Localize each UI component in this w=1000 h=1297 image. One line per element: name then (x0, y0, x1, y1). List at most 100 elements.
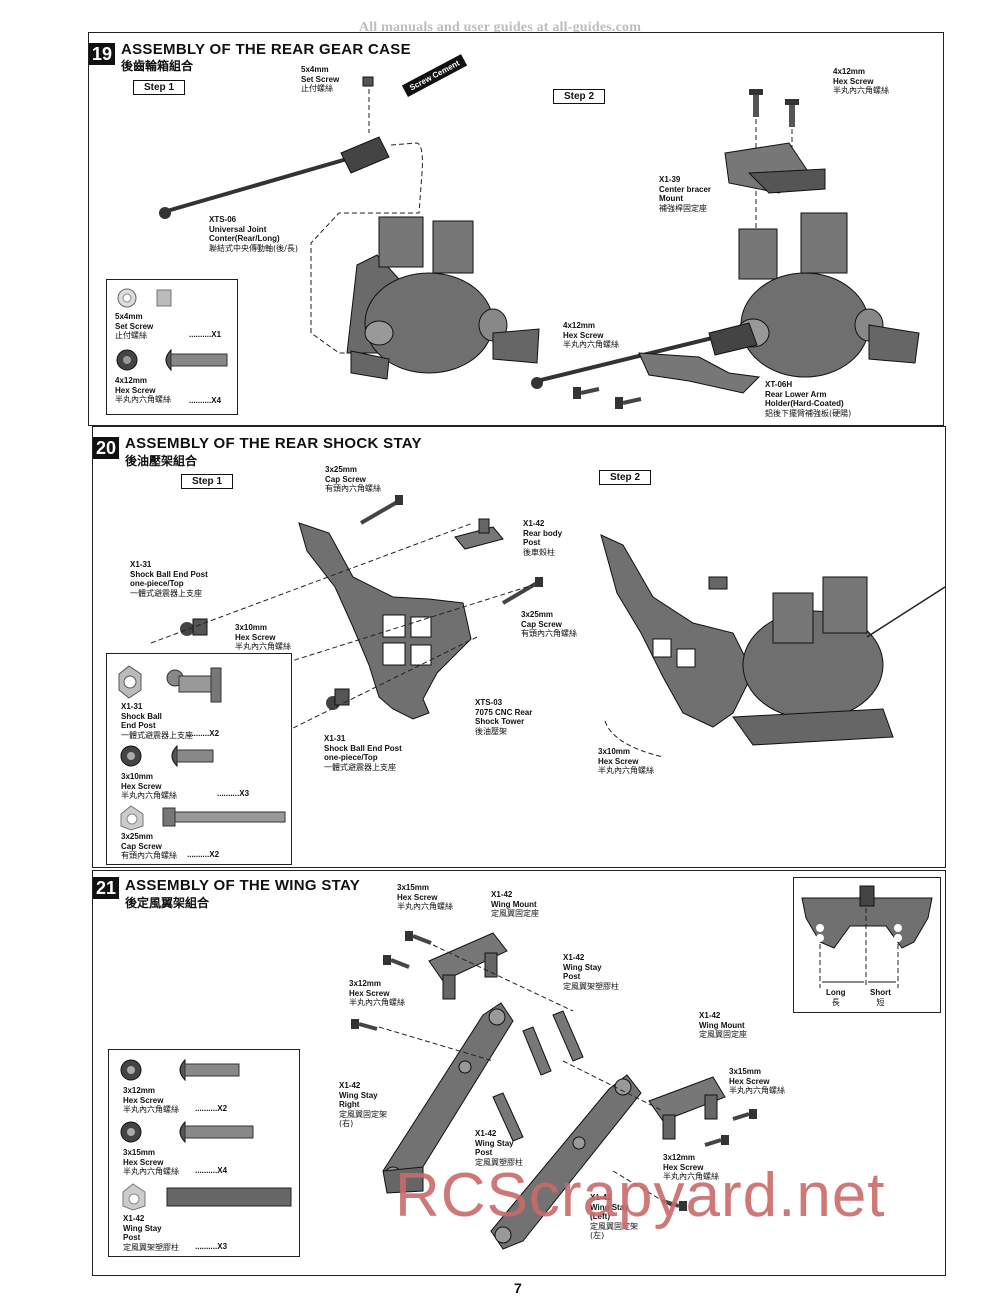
part-line-cn: 半丸內六角螺絲 (121, 791, 177, 800)
label-line: 3x15mm (729, 1067, 762, 1076)
part-line: X1-42 (123, 1214, 145, 1223)
inset-line-cn: 短 (876, 998, 885, 1007)
driveshaft-cup (340, 136, 390, 174)
part-cap-screw-qty: ..........X2 (187, 850, 220, 859)
rear-body-post-shape (454, 518, 504, 550)
label-line: Shock Ball End Post (130, 569, 208, 579)
label-line: one-piece/Top (324, 753, 378, 762)
watermark: RCScrapyard.net (395, 1161, 886, 1230)
label-hex-screw-mid: 3x10mm Hex Screw 半丸內六角螺絲 (235, 623, 291, 652)
page-number: 7 (514, 1280, 522, 1296)
label-line-cn: 補強桿固定座 (659, 203, 707, 213)
label-line: X1-39 (659, 175, 681, 184)
label-line: 3x10mm (235, 623, 268, 632)
section-21: 21 ASSEMBLY OF THE WING STAY 後定風翼架組合 3x1… (92, 870, 946, 1276)
label-line: Wing Stay (339, 1090, 378, 1100)
part-line-cn: 半丸內六角螺絲 (115, 395, 171, 404)
label-line-cn: (左) (590, 1231, 605, 1240)
label-line: Wing Mount (491, 899, 537, 909)
label-line-cn: (右) (339, 1119, 354, 1128)
label-line: Hex Screw (729, 1076, 770, 1086)
label-rear-lower-arm: XT-06H Rear Lower Arm Holder(Hard-Coated… (765, 380, 851, 418)
label-line: 5x4mm (301, 65, 329, 74)
label-line: Hex Screw (563, 330, 604, 340)
part-line: Cap Screw (121, 841, 162, 851)
label-line: X1-31 (324, 734, 346, 743)
part-cap-screw-label: 3x25mm Cap Screw 有頭內六角螺絲 (121, 832, 177, 861)
label-hex12-right: 3x12mm Hex Screw 半丸內六角螺絲 (663, 1153, 719, 1182)
label-line: 4x12mm (833, 67, 866, 76)
page-header: All manuals and user guides at all-guide… (358, 20, 642, 35)
cap-screw-mid-shape (501, 577, 543, 605)
label-line-cn: 半丸內六角螺絲 (598, 766, 654, 775)
part-post-qty: ..........X3 (195, 1242, 228, 1251)
section-20: 20 ASSEMBLY OF THE REAR SHOCK STAY 後油壓架組… (92, 426, 946, 868)
section-title: ASSEMBLY OF THE WING STAY (125, 877, 361, 894)
hex-screws-step2-bottom (573, 387, 642, 409)
label-universal-joint: XTS-06 Universal Joint Conter(Rear/Long)… (209, 215, 298, 253)
step-2-label: Step 2 (599, 470, 652, 485)
label-line: Wing Stay (475, 1138, 514, 1148)
label-line: Mount (659, 194, 683, 203)
label-line: Cap Screw (325, 474, 366, 484)
hex-screw-3x10-icon (120, 744, 214, 768)
label-line-cn: 一體式避震器上支座 (130, 588, 202, 598)
section-number: 19 (89, 43, 115, 65)
label-line-cn: 定風翼塑膠柱 (475, 1157, 523, 1167)
part-post-label: X1-42 Wing Stay Post 定風翼架塑膠柱 (123, 1214, 179, 1252)
label-line: 3x12mm (349, 979, 382, 988)
part-line: 3x25mm (121, 832, 154, 841)
label-line: Set Screw (301, 74, 340, 84)
label-line: X1-42 (475, 1129, 497, 1138)
part-hex15-label: 3x15mm Hex Screw 半丸內六角螺絲 (123, 1148, 179, 1177)
ball-end-bottom-shape (326, 688, 350, 710)
label-line-cn: 定風翼固定座 (491, 909, 539, 918)
label-line: Center bracer (659, 184, 712, 194)
label-line-cn: 半丸內六角螺絲 (349, 998, 405, 1007)
section-title: ASSEMBLY OF THE REAR GEAR CASE (121, 41, 411, 58)
part-set-screw-label: 5x4mm Set Screw 止付螺絲 (115, 312, 153, 341)
part-line: X1-31 (121, 702, 143, 711)
label-line: Post (523, 538, 541, 547)
inset-line-cn: 長 (831, 998, 840, 1007)
label-line: 3x12mm (663, 1153, 696, 1162)
label-line-cn: 半丸內六角螺絲 (663, 1172, 719, 1181)
label-hex15-right: 3x15mm Hex Screw 半丸內六角螺絲 (729, 1067, 785, 1096)
part-ball-end-label: X1-31 Shock Ball End Post 一體式避震器上支座 (121, 702, 193, 740)
label-line-cn: 一體式避震器上支座 (324, 762, 396, 772)
label-line: Hex Screw (349, 988, 390, 998)
label-ball-end-top: X1-31 Shock Ball End Post one-piece/Top … (130, 560, 208, 598)
label-line: Wing Stay (590, 1202, 629, 1212)
hex-screws-right-shape (662, 1109, 757, 1211)
parts-box-19: 5x4mm Set Screw 止付螺絲 ..........X1 4x12mm… (106, 279, 238, 415)
label-hex12-left: 3x12mm Hex Screw 半丸內六角螺絲 (349, 979, 405, 1008)
part-hex-screw-qty: ..........X3 (217, 789, 250, 798)
inset-line: Long (826, 988, 846, 997)
label-line: X1-42 (339, 1081, 361, 1090)
label-line: 3x25mm (325, 465, 358, 474)
step-1-label: Step 1 (133, 80, 186, 95)
hex-screw-3x12-icon (120, 1058, 240, 1082)
part-line: 4x12mm (115, 376, 148, 385)
label-post-top: X1-42 Wing Stay Post 定風翼架塑膠柱 (563, 953, 619, 991)
label-line: Post (475, 1148, 493, 1157)
label-ball-end-bottom: X1-31 Shock Ball End Post one-piece/Top … (324, 734, 402, 772)
part-line-cn: 定風翼架塑膠柱 (123, 1242, 179, 1252)
parts-box-20: X1-31 Shock Ball End Post 一體式避震器上支座 ....… (106, 653, 292, 865)
section-title: ASSEMBLY OF THE REAR SHOCK STAY (125, 435, 422, 452)
label-line: X1-42 (523, 519, 545, 528)
label-line: 3x10mm (598, 747, 631, 756)
set-screw-shape (362, 76, 374, 87)
label-wing-stay-left: X1-42 Wing Stay (Left) 定風翼固定架 (左) (590, 1193, 638, 1241)
label-line: Hex Screw (598, 756, 639, 766)
label-line-cn: 聯結式中央傳動軸(後/長) (209, 243, 298, 253)
label-line-cn: 鋁後下擺臂補強板(硬陽) (765, 408, 852, 418)
part-line-cn: 止付螺絲 (115, 331, 147, 340)
label-cap-screw-mid: 3x25mm Cap Screw 有頭內六角螺絲 (521, 610, 577, 639)
label-line: Hex Screw (397, 892, 438, 902)
label-line: X1-42 (491, 890, 513, 899)
label-line: Shock Ball End Post (324, 743, 402, 753)
inset-long-label: Long 長 (826, 988, 846, 1008)
label-hex-screw-step2: 3x10mm Hex Screw 半丸內六角螺絲 (598, 747, 654, 776)
cap-screw-top-shape (359, 495, 403, 525)
